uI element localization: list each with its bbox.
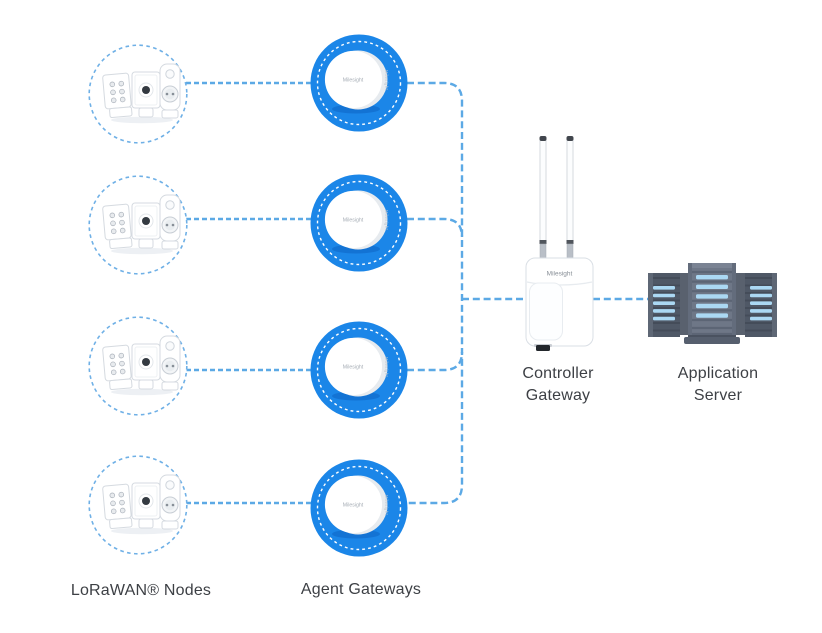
link-gateway3-trunk <box>407 351 464 372</box>
lorawan-node-group-icon <box>88 455 188 555</box>
connector-lines <box>186 81 648 505</box>
controller-gateway-label: Controller Gateway <box>522 365 594 404</box>
agent-gateways-label: Agent Gateways <box>300 581 422 598</box>
link-gateway2-trunk <box>407 217 464 238</box>
lorawan-node-group-icon <box>88 44 188 144</box>
lorawan-node-group-icon <box>88 175 188 275</box>
controller-gateway-brand-text: Milesight <box>547 271 573 278</box>
application-server-icon <box>648 263 777 344</box>
agent-gateway-icon <box>309 458 409 558</box>
application-server-label: Application Server <box>677 365 759 404</box>
agent-gateway-icon <box>309 173 409 273</box>
lorawan-node-group-icon <box>88 316 188 416</box>
controller-gateway-icon: Milesight <box>525 136 594 351</box>
agent-gateway-icon <box>309 33 409 133</box>
lorawan-nodes-label: LoRaWAN® Nodes <box>70 582 212 599</box>
agent-gateway-icon <box>309 320 409 420</box>
trunk-line <box>407 81 464 505</box>
